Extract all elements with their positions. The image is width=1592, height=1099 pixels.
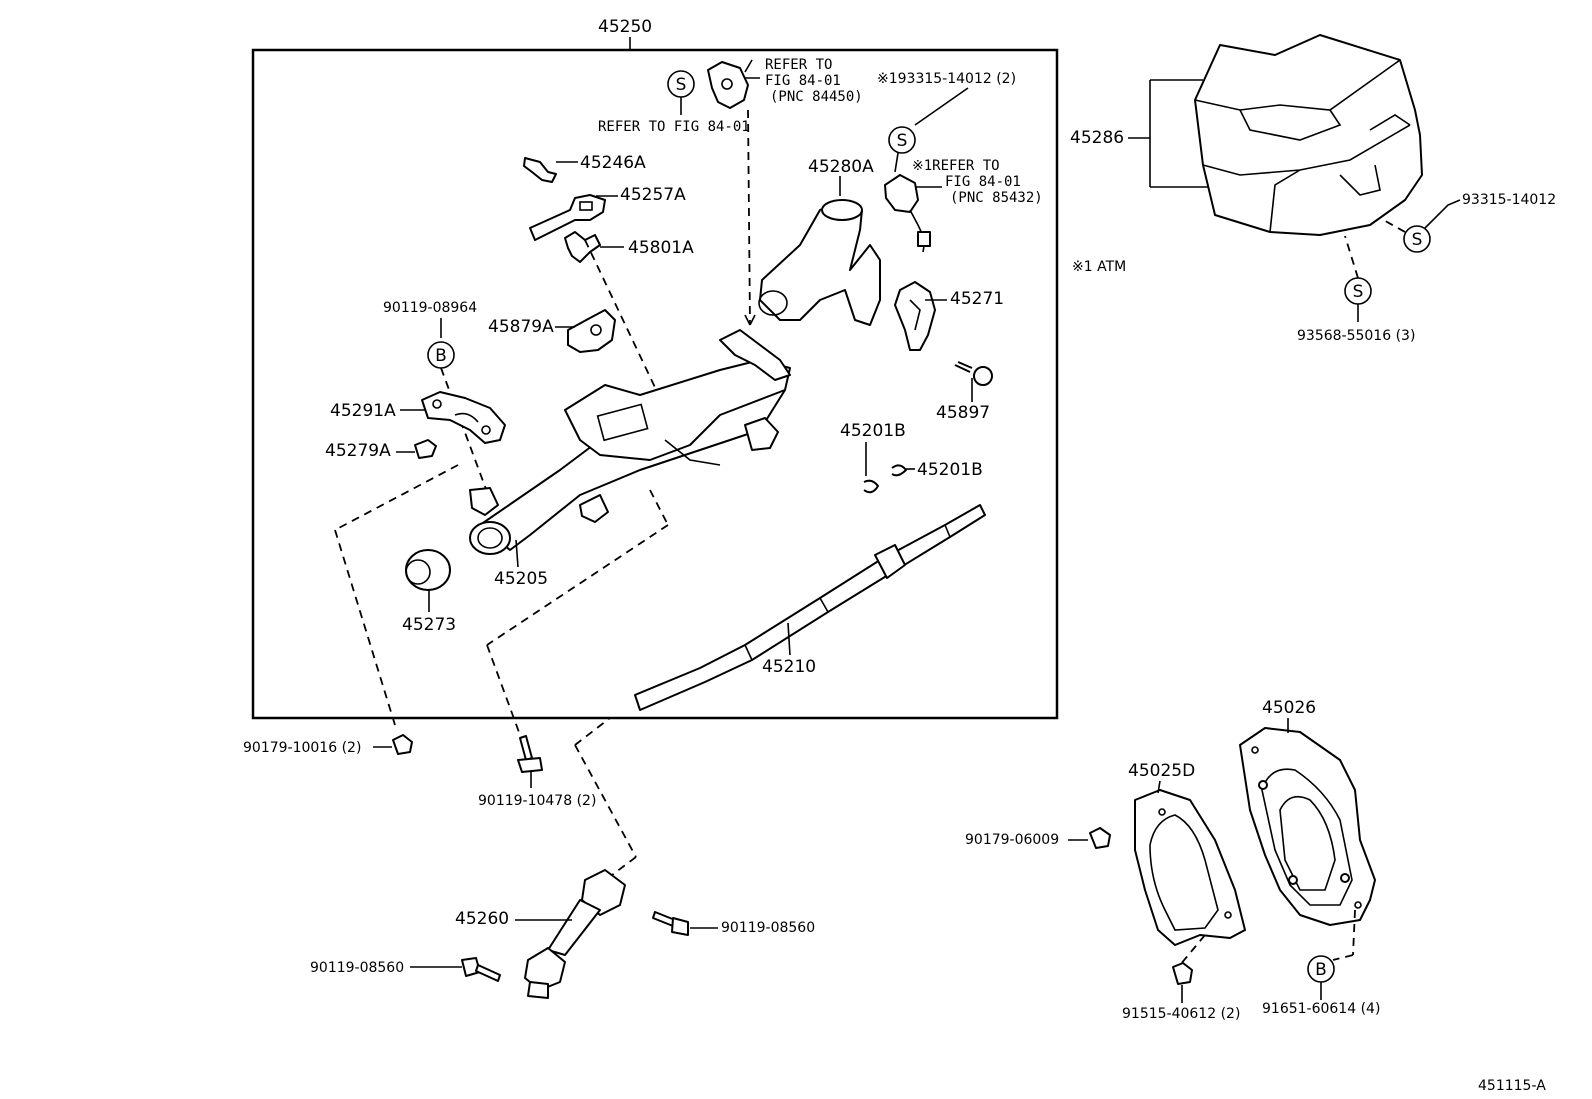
- label-45260[interactable]: 45260: [455, 909, 509, 929]
- part-45801A[interactable]: [564, 231, 601, 263]
- label-45201B-b[interactable]: 45201B: [917, 460, 983, 480]
- symbol-b-91651: B: [1307, 955, 1335, 983]
- label-45246A[interactable]: 45246A: [580, 153, 646, 173]
- symbol-b-90119: B: [427, 341, 455, 369]
- svg-text:S: S: [897, 131, 908, 151]
- part-45271[interactable]: [894, 281, 936, 351]
- label-90119-08560-right[interactable]: 90119-08560: [721, 920, 815, 936]
- label-90179-06009[interactable]: 90179-06009: [965, 832, 1059, 848]
- label-93568-55016[interactable]: 93568-55016 (3): [1297, 328, 1415, 344]
- part-45201B-a[interactable]: [863, 479, 879, 494]
- part-45273[interactable]: [405, 549, 451, 591]
- label-45205[interactable]: 45205: [494, 569, 548, 589]
- label-45879A[interactable]: 45879A: [488, 317, 554, 337]
- part-45897[interactable]: [954, 361, 993, 386]
- label-45286[interactable]: 45286: [1070, 128, 1124, 148]
- part-91515-40612[interactable]: [1172, 962, 1193, 985]
- part-45260[interactable]: [524, 869, 626, 999]
- part-90179-10016[interactable]: [392, 734, 413, 755]
- label-45257A[interactable]: 45257A: [620, 185, 686, 205]
- label-45271[interactable]: 45271: [950, 289, 1004, 309]
- label-90179-10016[interactable]: 90179-10016 (2): [243, 740, 361, 756]
- part-90179-06009[interactable]: [1089, 827, 1111, 849]
- part-45205[interactable]: [469, 329, 791, 555]
- diagram-code: 451115-A: [1478, 1078, 1546, 1094]
- label-45280A[interactable]: 45280A: [808, 157, 874, 177]
- refer-note-1-line2: FIG 84-01: [765, 73, 841, 89]
- svg-text:S: S: [676, 75, 687, 95]
- part-45201B-b[interactable]: [891, 464, 907, 477]
- label-45250[interactable]: 45250: [598, 17, 652, 37]
- label-45210[interactable]: 45210: [762, 657, 816, 677]
- label-45201B-a[interactable]: 45201B: [840, 421, 906, 441]
- part-45280A[interactable]: [758, 199, 881, 326]
- symbol-s-93568: S: [1344, 277, 1372, 305]
- svg-text:S: S: [1412, 230, 1423, 250]
- refer-note-2: REFER TO FIG 84-01: [598, 119, 750, 135]
- label-193315-14012[interactable]: ※193315-14012 (2): [877, 71, 1016, 87]
- svg-text:B: B: [1315, 960, 1327, 980]
- refer-note-3-line1: ※1REFER TO: [912, 158, 1000, 174]
- label-45273[interactable]: 45273: [402, 615, 456, 635]
- part-45025D[interactable]: [1134, 789, 1246, 946]
- part-90119-10478[interactable]: [517, 735, 543, 773]
- part-85432[interactable]: [884, 174, 931, 253]
- label-45897[interactable]: 45897: [936, 403, 990, 423]
- symbol-s-193315: S: [888, 126, 916, 154]
- column-cover-45286[interactable]: [1194, 34, 1423, 236]
- label-90119-08964[interactable]: 90119-08964: [383, 300, 477, 316]
- label-45026[interactable]: 45026: [1262, 698, 1316, 718]
- refer-note-3-line3: (PNC 85432): [950, 190, 1043, 206]
- part-45879A[interactable]: [567, 309, 616, 353]
- label-90119-08560-left[interactable]: 90119-08560: [310, 960, 404, 976]
- refer-note-1-line1: REFER TO: [765, 57, 832, 73]
- label-45801A[interactable]: 45801A: [628, 238, 694, 258]
- part-45279A[interactable]: [414, 439, 437, 459]
- part-45257A[interactable]: [529, 194, 606, 241]
- part-45210[interactable]: [634, 504, 986, 711]
- label-45025D[interactable]: 45025D: [1128, 761, 1195, 781]
- label-91651-60614[interactable]: 91651-60614 (4): [1262, 1001, 1380, 1017]
- assembly-frame: [251, 48, 1059, 720]
- atm-note: ※1 ATM: [1072, 259, 1126, 275]
- symbol-s-refer: S: [667, 70, 695, 98]
- part-45246A[interactable]: [523, 157, 557, 183]
- svg-text:B: B: [435, 346, 447, 366]
- label-45291A[interactable]: 45291A: [330, 401, 396, 421]
- part-90119-08560-left[interactable]: [461, 957, 501, 982]
- part-45291A[interactable]: [421, 391, 506, 444]
- svg-text:S: S: [1353, 282, 1364, 302]
- part-90119-08560-right[interactable]: [652, 911, 689, 936]
- symbol-s-93315: S: [1403, 225, 1431, 253]
- label-93315-14012[interactable]: 93315-14012: [1462, 192, 1556, 208]
- refer-note-1-line3: (PNC 84450): [770, 89, 863, 105]
- label-90119-10478[interactable]: 90119-10478 (2): [478, 793, 596, 809]
- part-45026[interactable]: [1239, 727, 1376, 926]
- label-91515-40612[interactable]: 91515-40612 (2): [1122, 1006, 1240, 1022]
- label-45279A[interactable]: 45279A: [325, 441, 391, 461]
- refer-note-3-line2: FIG 84-01: [945, 174, 1021, 190]
- part-84450[interactable]: [707, 61, 749, 109]
